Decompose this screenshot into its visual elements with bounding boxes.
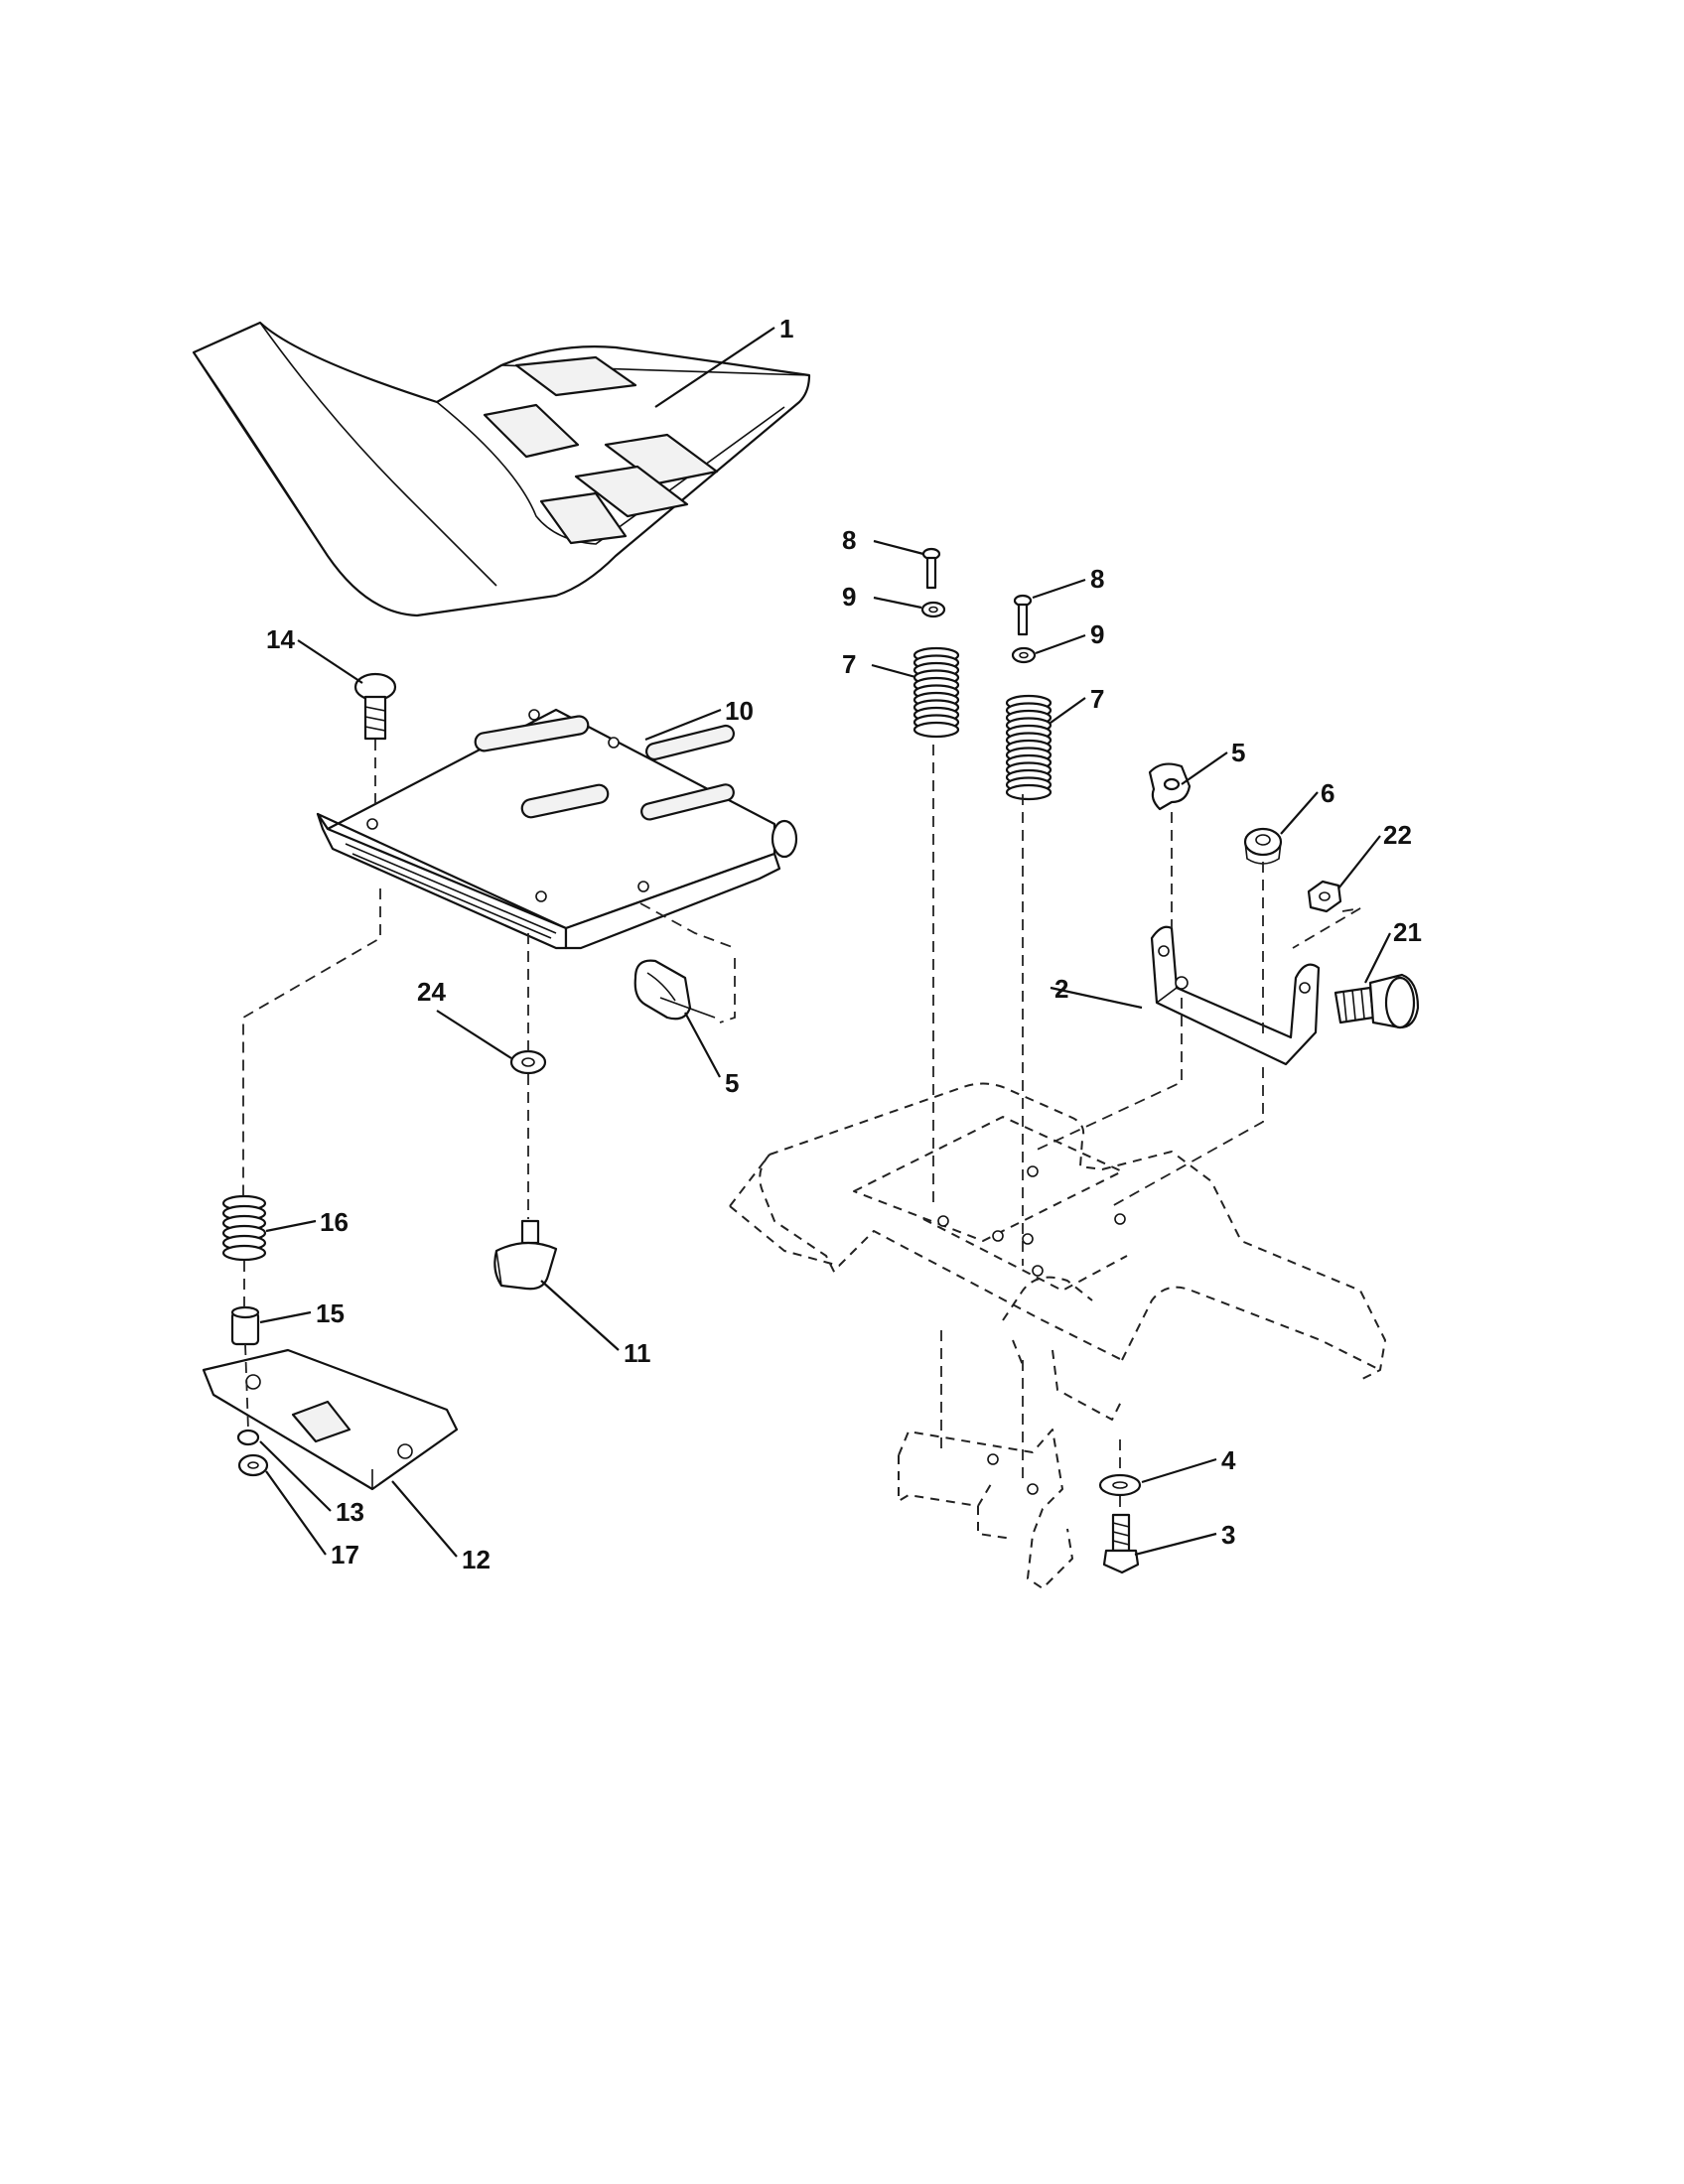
leader-line — [1280, 791, 1319, 835]
spring-coil — [912, 721, 960, 739]
washer-part-24 — [509, 1049, 547, 1075]
lock-nut-part-6 — [1243, 827, 1283, 865]
callout-7-left: 7 — [842, 649, 856, 679]
callout-15: 15 — [316, 1298, 345, 1328]
callout-9-right: 9 — [1090, 619, 1104, 649]
bracket-part-2 — [1150, 925, 1321, 1066]
knob-part-11 — [493, 1219, 558, 1291]
leader-line — [540, 1280, 620, 1351]
callout-8-right: 8 — [1090, 564, 1104, 594]
leader-line — [654, 327, 775, 408]
seat-pan-part-10 — [316, 708, 798, 950]
leader-line — [436, 1010, 512, 1059]
callout-6: 6 — [1321, 778, 1334, 808]
seat-part-1 — [192, 321, 811, 617]
bolt-part-3 — [1102, 1513, 1140, 1574]
callout-10: 10 — [725, 696, 754, 726]
callout-1: 1 — [779, 314, 793, 343]
leader-line — [1134, 1532, 1217, 1557]
leader-line — [1141, 1457, 1217, 1484]
shoulder-bolt-part-21 — [1333, 973, 1420, 1029]
callout-13: 13 — [336, 1497, 364, 1527]
leader-line — [1050, 697, 1086, 724]
spacer-part-15 — [230, 1305, 260, 1346]
nut-part-17 — [237, 1453, 269, 1477]
callout-24: 24 — [417, 977, 446, 1007]
leader-line — [873, 539, 924, 556]
callout-9-left: 9 — [842, 582, 856, 612]
callout-labels: 1 2 3 4 5 5 6 7 7 8 8 9 9 10 11 12 13 14… — [266, 314, 1422, 1574]
mounting-plate-part-12 — [202, 1348, 459, 1491]
leader-line — [391, 1480, 458, 1558]
leader-lines — [259, 327, 1391, 1558]
tractor-frame-outline — [729, 1082, 1386, 1589]
washer-part-4 — [1098, 1473, 1142, 1497]
leader-line — [871, 663, 916, 679]
carriage-bolt-part-14 — [353, 672, 397, 741]
leader-line — [259, 1310, 312, 1324]
callout-11: 11 — [624, 1338, 651, 1368]
callout-14: 14 — [266, 624, 295, 654]
washer-part-9-left — [920, 601, 946, 618]
leader-line — [265, 1219, 317, 1233]
leader-line — [297, 639, 363, 684]
nut-part-22 — [1307, 880, 1342, 913]
callout-4: 4 — [1221, 1445, 1236, 1475]
callout-2: 2 — [1054, 974, 1068, 1004]
leader-line — [1364, 932, 1391, 984]
callout-7-right: 7 — [1090, 684, 1104, 714]
callout-12: 12 — [462, 1545, 491, 1574]
leader-line — [1337, 835, 1381, 889]
callout-17: 17 — [331, 1540, 359, 1570]
leader-line — [1050, 986, 1143, 1010]
leader-line — [1181, 751, 1228, 785]
spring-part-7-right — [1005, 694, 1052, 801]
callout-5-left: 5 — [725, 1068, 739, 1098]
assembly-lines — [242, 740, 1361, 1514]
callout-22: 22 — [1383, 820, 1412, 850]
spring-part-7-left — [912, 646, 960, 739]
leader-line — [265, 1470, 327, 1556]
callout-3: 3 — [1221, 1520, 1235, 1550]
clip-part-5-right — [1148, 762, 1192, 811]
bolt-part-8-right — [1013, 594, 1033, 636]
callout-5-right: 5 — [1231, 738, 1245, 767]
nut-part-13 — [236, 1429, 260, 1446]
clip-part-5-left — [633, 959, 716, 1021]
callout-8-left: 8 — [842, 525, 856, 555]
leader-line — [1035, 633, 1086, 655]
callout-16: 16 — [320, 1207, 349, 1237]
spring-part-16 — [221, 1194, 267, 1262]
leader-line — [644, 708, 722, 742]
bolt-part-8-left — [921, 547, 941, 590]
leader-line — [684, 1012, 721, 1078]
leader-line — [873, 596, 922, 610]
leader-line — [1032, 578, 1086, 600]
leader-line — [259, 1440, 332, 1512]
callout-21: 21 — [1393, 917, 1422, 947]
washer-part-9-right — [1011, 646, 1037, 664]
spring-coil — [1005, 783, 1052, 801]
